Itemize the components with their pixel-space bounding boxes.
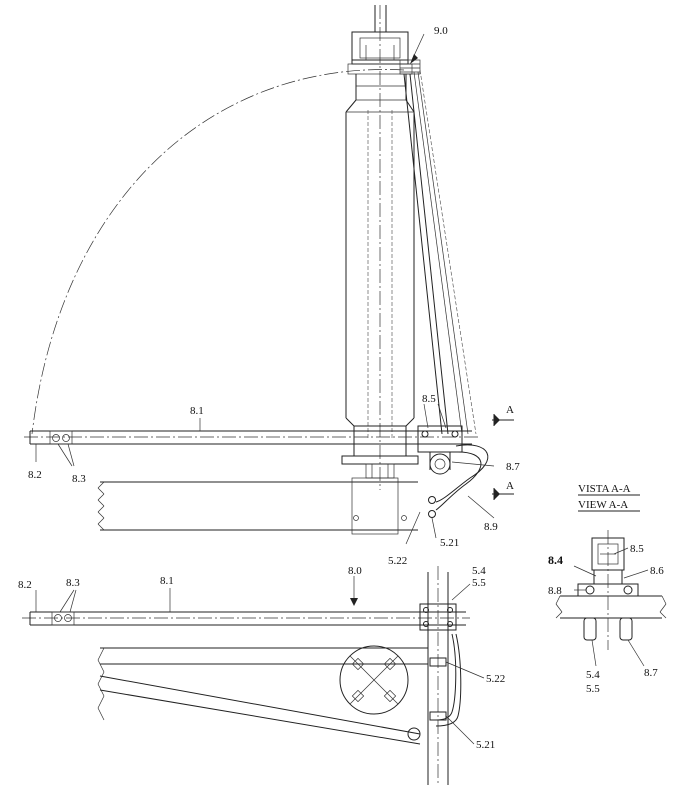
label-view-5-5: 5.5: [586, 683, 600, 695]
label-bot-8-1: 8.1: [160, 575, 174, 587]
swing-arc: [31, 69, 405, 435]
column-assembly: [341, 5, 421, 490]
label-bot-5-5: 5.5: [472, 577, 486, 589]
label-top-5-21: 5.21: [440, 537, 459, 549]
label-view-8-6: 8.6: [650, 565, 664, 577]
label-top-8-2: 8.2: [28, 469, 42, 481]
view-a-a: [555, 494, 667, 667]
leaders-bottom: [35, 576, 485, 745]
label-top-8-1: 8.1: [190, 405, 204, 417]
label-9-0: 9.0: [434, 25, 448, 37]
view-title-vista: VISTA A-A: [578, 483, 631, 495]
label-top-8-7: 8.7: [506, 461, 520, 473]
label-bot-5-4: 5.4: [472, 565, 486, 577]
support-rods: [403, 69, 477, 435]
leaders-top: [35, 33, 495, 545]
arm-bottom: [22, 566, 470, 785]
label-bot-8-0: 8.0: [348, 565, 362, 577]
label-top-5-22: 5.22: [388, 555, 407, 567]
label-view-5-4: 5.4: [586, 669, 600, 681]
label-top-8-3: 8.3: [72, 473, 86, 485]
label-view-8-5: 8.5: [630, 543, 644, 555]
section-marks: [492, 414, 514, 500]
label-section-a-top: A: [506, 404, 514, 416]
label-section-a-bottom: A: [506, 480, 514, 492]
label-view-8-7: 8.7: [644, 667, 658, 679]
label-bot-5-21: 5.21: [476, 739, 495, 751]
label-view-8-8: 8.8: [548, 585, 562, 597]
joint-bracket-top: [417, 425, 489, 511]
label-top-8-9: 8.9: [484, 521, 498, 533]
view-title-view: VIEW A-A: [578, 499, 628, 511]
label-bot-8-3: 8.3: [66, 577, 80, 589]
label-bot-8-2: 8.2: [18, 579, 32, 591]
label-top-8-5: 8.5: [422, 393, 436, 405]
lower-beam-top: [97, 477, 436, 535]
label-view-8-4: 8.4: [548, 553, 563, 567]
arm-top: [24, 430, 480, 445]
label-bot-5-22: 5.22: [486, 673, 505, 685]
